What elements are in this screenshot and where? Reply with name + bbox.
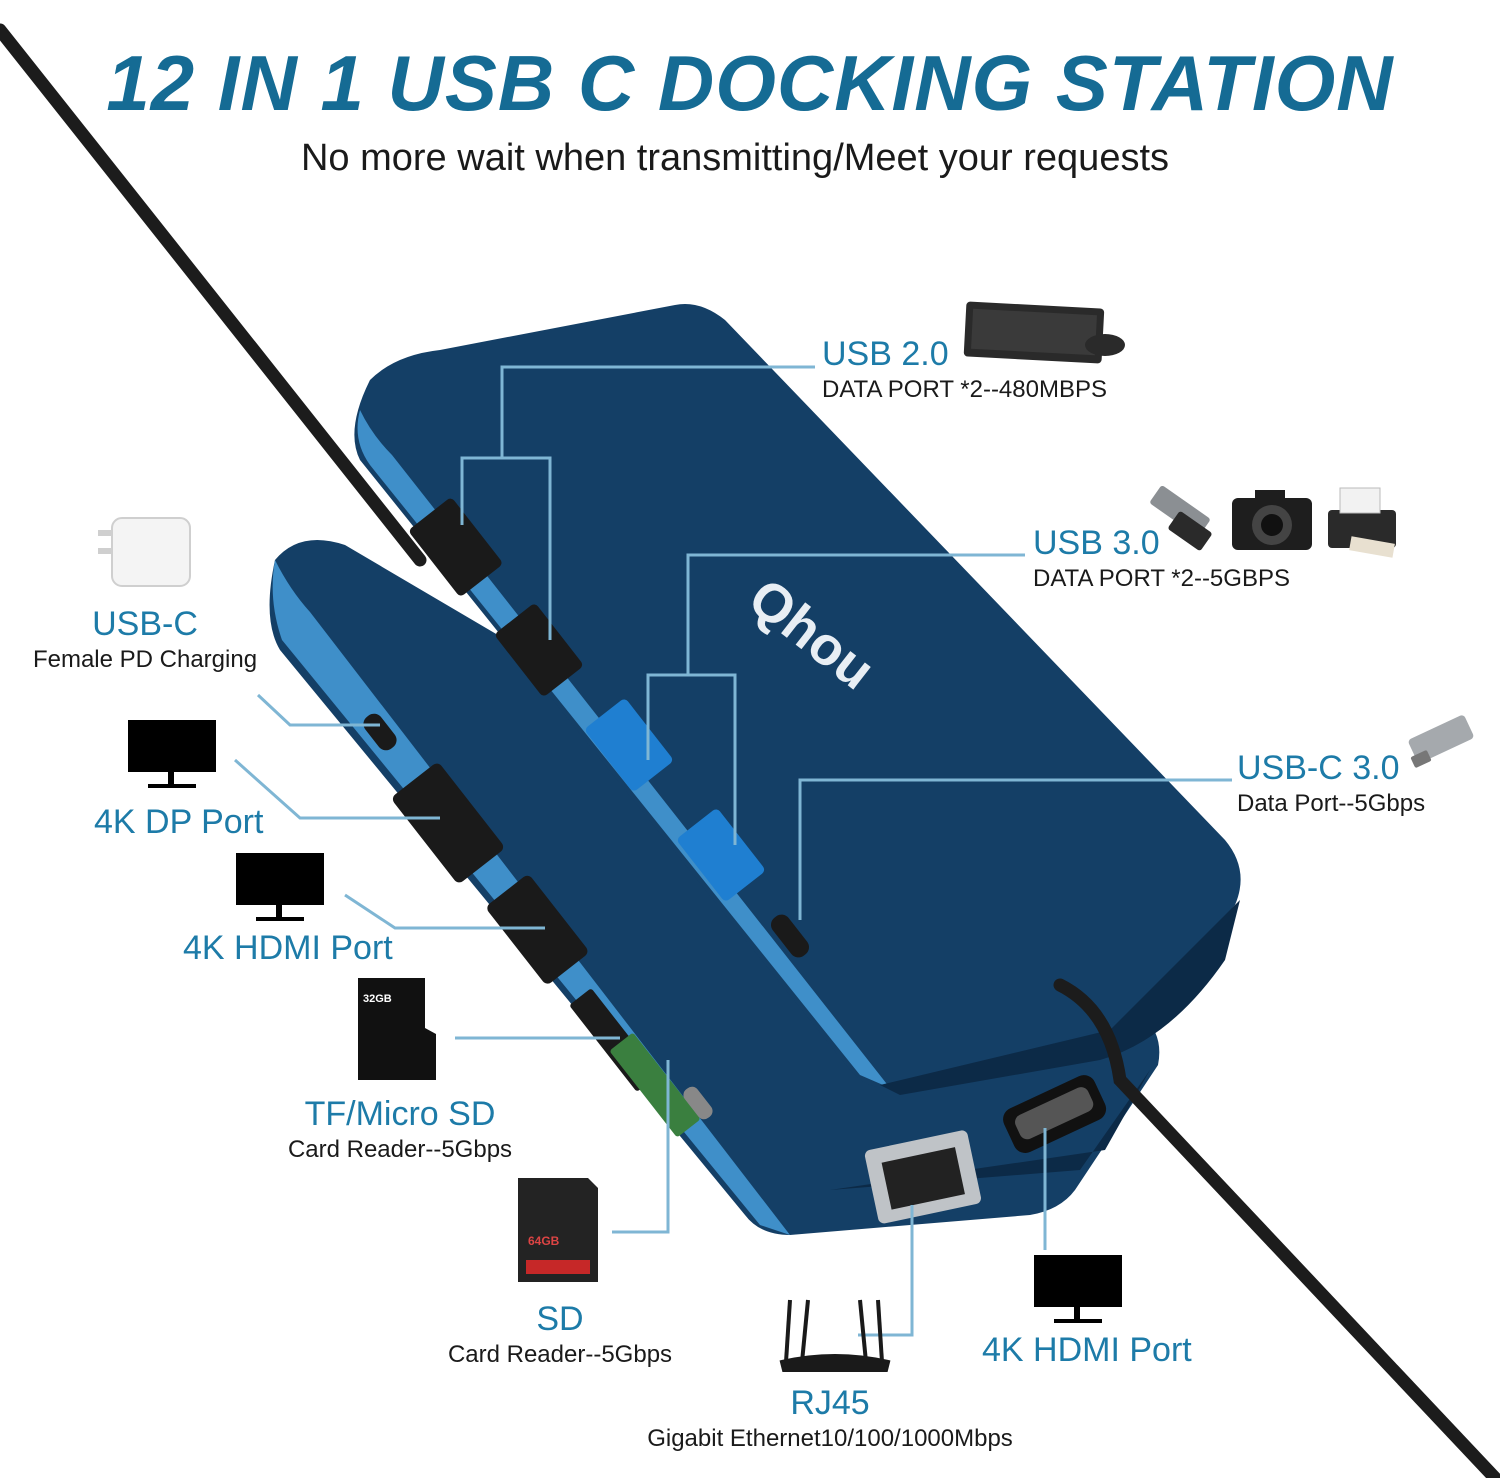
upper-hub-body: [354, 304, 1241, 1095]
router-icon: [779, 1299, 891, 1372]
usb-c-cable-bottom: [1053, 978, 1500, 1478]
callout-title: USB 3.0: [1033, 524, 1160, 562]
callout-usbc-pd: USB-C Female PD Charging: [20, 604, 270, 676]
svg-text:32GB: 32GB: [363, 993, 392, 1005]
callout-title: 4K DP Port: [94, 803, 264, 841]
callout-hdmi-left: 4K HDMI Port: [183, 928, 393, 968]
usb-c-cable: [0, 23, 427, 567]
callout-title: SD: [536, 1300, 584, 1338]
callout-hdmi-bottom: 4K HDMI Port: [982, 1330, 1192, 1370]
callout-title: TF/Micro SD: [304, 1095, 496, 1133]
callout-usb2: USB 2.0 DATA PORT *2--480MBPS: [822, 334, 1107, 406]
callout-tf: TF/Micro SD Card Reader--5Gbps: [270, 1094, 530, 1166]
monitor-icon: [1034, 1255, 1122, 1323]
callout-dp: 4K DP Port: [94, 802, 263, 842]
callout-title: USB 2.0: [822, 335, 949, 373]
svg-text:64GB: 64GB: [528, 1234, 560, 1248]
keyboard-mouse-icon: [963, 301, 1125, 364]
camera-icon: [1232, 490, 1312, 550]
callout-detail: DATA PORT *2--5GBPS: [1033, 565, 1290, 592]
callout-detail: Card Reader--5Gbps: [287, 1136, 513, 1163]
callout-detail: Female PD Charging: [32, 646, 258, 673]
callout-detail: Gigabit Ethernet10/100/1000Mbps: [647, 1425, 1013, 1452]
callout-detail: DATA PORT *2--480MBPS: [822, 376, 1107, 403]
power-adapter-icon: [98, 517, 191, 587]
callout-title: USB-C: [92, 605, 198, 643]
usb-c-drive-icon: [1408, 715, 1474, 768]
micro-sd-card-icon: 32GB: [358, 978, 436, 1080]
printer-icon: [1328, 487, 1396, 558]
callout-title: 4K HDMI Port: [183, 929, 393, 967]
page-title: 12 IN 1 USB C DOCKING STATION: [106, 39, 1394, 127]
callout-title: RJ45: [790, 1384, 870, 1422]
callout-usb3: USB 3.0 DATA PORT *2--5GBPS: [1033, 523, 1290, 595]
callout-usbc-3: USB-C 3.0 Data Port--5Gbps: [1237, 748, 1425, 820]
callout-sd: SD Card Reader--5Gbps: [430, 1299, 690, 1371]
callout-title: USB-C 3.0: [1237, 749, 1400, 787]
sd-card-icon: 64GB: [518, 1178, 598, 1282]
usb-flash-drive-icon: [1150, 485, 1212, 551]
monitor-icon: [128, 720, 216, 788]
leader-lines: [234, 365, 1232, 1337]
monitor-icon: [236, 853, 324, 921]
callout-title: 4K HDMI Port: [982, 1331, 1192, 1369]
page-subtitle: No more wait when transmitting/Meet your…: [300, 137, 1170, 179]
callout-detail: Data Port--5Gbps: [1237, 790, 1426, 817]
callout-rj45: RJ45 Gigabit Ethernet10/100/1000Mbps: [620, 1383, 1040, 1455]
callout-detail: Card Reader--5Gbps: [447, 1341, 673, 1368]
